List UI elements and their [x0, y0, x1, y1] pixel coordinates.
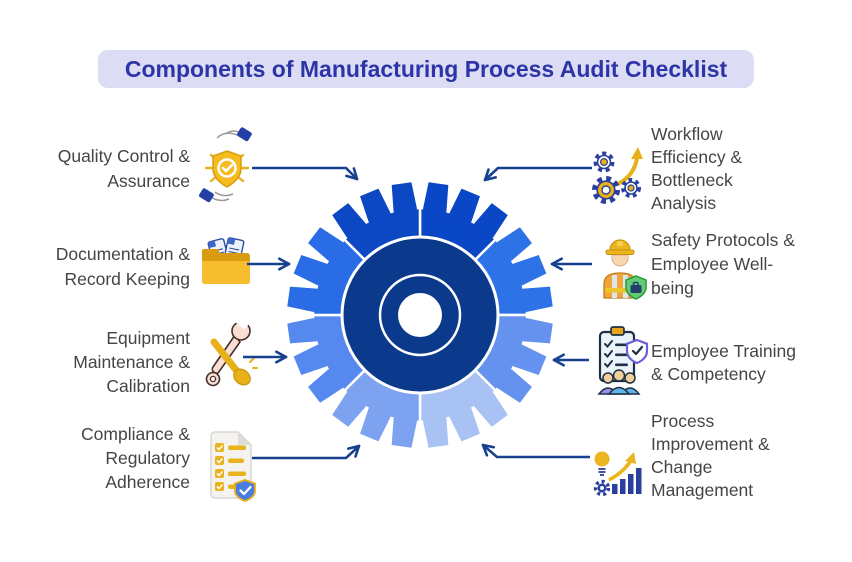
gear-tooth [471, 203, 508, 243]
gear-tooth [516, 317, 553, 344]
gear-tooth [332, 387, 369, 427]
gear-tooth [507, 255, 547, 288]
gear-tooth [287, 286, 324, 313]
folder-documents-icon [202, 237, 250, 284]
gear-tooth [492, 227, 532, 264]
crossed-tools-icon [205, 316, 258, 387]
gear-tooth [492, 366, 532, 403]
gear-tooth [293, 342, 333, 375]
gear-tooth [391, 411, 418, 448]
gear-tooth [293, 255, 333, 288]
page-title: Components of Manufacturing Process Audi… [97, 50, 755, 88]
gear-tooth [360, 188, 393, 228]
gear-tooth [471, 387, 508, 427]
gear-tooth [516, 286, 553, 313]
label-compliance-regulatory-adherence: Compliance & Regulatory Adherence [81, 424, 190, 492]
label-workflow-efficiency-bottleneck: Workflow Efficiency & Bottleneck Analysi… [651, 124, 743, 213]
checklist-shield-icon [210, 431, 256, 502]
gears-growth-arrow-icon [592, 147, 643, 204]
label-equipment-maintenance-calibration: Equipment Maintenance & Calibration [73, 328, 190, 396]
gear-diagram [287, 182, 553, 448]
gear-inner-ring [378, 273, 462, 357]
gear-tooth [308, 366, 348, 403]
gear-tooth [422, 182, 449, 219]
gear-tooth [391, 182, 418, 219]
shield-check-hands-icon [199, 127, 252, 203]
gear-tooth [447, 188, 480, 228]
clipboard-team-shield-icon [597, 326, 649, 395]
gear-tooth [308, 227, 348, 264]
label-documentation-record-keeping: Documentation & Record Keeping [55, 244, 190, 289]
gear-center-hole [398, 293, 442, 337]
safety-worker-shield-icon [603, 239, 647, 300]
label-quality-control-assurance: Quality Control & Assurance [57, 146, 190, 191]
gear-tooth [447, 402, 480, 442]
gear-tooth [422, 411, 449, 448]
label-safety-protocols-wellbeing: Safety Protocols & Employee Well- being [651, 230, 795, 298]
gear-tooth [360, 402, 393, 442]
lightbulb-chart-gear-icon [593, 451, 642, 497]
gear-tooth [287, 317, 324, 344]
gear-tooth [332, 203, 369, 243]
label-process-improvement-change: Process Improvement & Change Management [651, 411, 770, 500]
gear-tooth [507, 342, 547, 375]
label-employee-training-competency: Employee Training & Competency [651, 341, 796, 384]
